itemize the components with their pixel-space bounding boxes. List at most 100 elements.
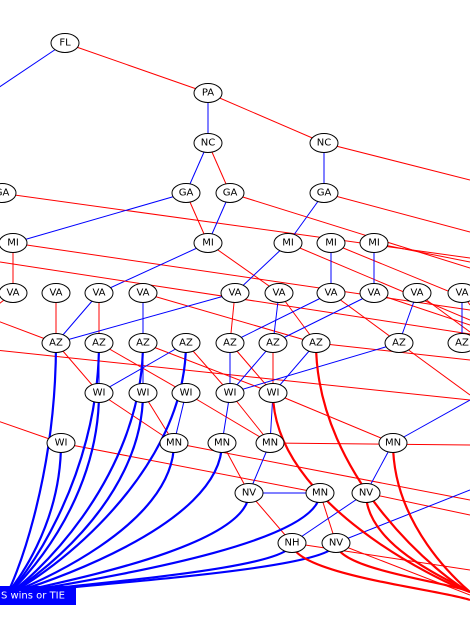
node-ellipse (378, 433, 408, 453)
node-label: AZ (455, 338, 469, 349)
node-ellipse (305, 483, 335, 503)
node-ellipse (273, 233, 303, 253)
state-node-mn: MN (207, 433, 237, 453)
republican-edge (0, 192, 470, 259)
node-label: VA (6, 288, 19, 299)
democrat-edge (12, 192, 187, 244)
republican-edge (229, 192, 470, 269)
node-label: MN (166, 438, 182, 449)
outcome-label: RIS wins or TIE (0, 591, 65, 602)
republican-edge (330, 292, 400, 344)
node-label: MI (202, 238, 214, 249)
state-node-va: VA (0, 283, 28, 303)
node-ellipse (159, 433, 189, 453)
republican-winning-path (391, 442, 470, 593)
node-ellipse (234, 483, 264, 503)
democrat-edge (291, 492, 367, 544)
node-label: PA (202, 88, 214, 99)
state-node-va: VA (220, 283, 250, 303)
republican-edge (291, 542, 470, 571)
democrat-edge (55, 292, 236, 344)
state-node-va: VA (447, 283, 470, 303)
republican-edge (207, 92, 325, 144)
state-node-mn: MN (159, 433, 189, 453)
democrat-edge (335, 489, 470, 544)
state-node-va: VA (359, 283, 389, 303)
node-label: AZ (309, 338, 323, 349)
state-node-ga: GA (215, 183, 245, 203)
node-ellipse (171, 383, 201, 403)
democrat-edge (229, 292, 332, 344)
state-node-va: VA (316, 283, 346, 303)
state-node-wi: WI (128, 383, 158, 403)
node-label: VA (228, 288, 241, 299)
node-ellipse (207, 433, 237, 453)
state-node-mn: MN (378, 433, 408, 453)
state-node-wi: WI (84, 383, 114, 403)
node-ellipse (351, 483, 381, 503)
node-ellipse (447, 333, 470, 353)
edges (0, 42, 470, 602)
node-ellipse (193, 133, 223, 153)
node-ellipse (277, 533, 307, 553)
democrat-winning-path (5, 442, 176, 597)
node-label: VA (455, 288, 468, 299)
democrat-edge (234, 242, 289, 294)
state-node-az: AZ (258, 333, 288, 353)
node-label: MI (325, 238, 337, 249)
state-node-wi: WI (171, 383, 201, 403)
node-ellipse (0, 283, 28, 303)
node-label: MN (385, 438, 401, 449)
state-node-wi: WI (215, 383, 245, 403)
node-label: MI (7, 238, 19, 249)
republican-edge (365, 492, 470, 516)
node-ellipse (0, 233, 28, 253)
node-label: AZ (392, 338, 406, 349)
node-ellipse (215, 383, 245, 403)
node-label: AZ (266, 338, 280, 349)
node-label: MI (368, 238, 380, 249)
republican-edge (373, 242, 470, 263)
democrat-winning-path (5, 342, 101, 596)
node-ellipse (41, 333, 71, 353)
node-ellipse (84, 283, 114, 303)
state-node-az: AZ (215, 333, 245, 353)
node-label: FL (59, 38, 71, 49)
state-node-nh: NH (277, 533, 307, 553)
node-ellipse (128, 333, 158, 353)
node-ellipse (258, 333, 288, 353)
state-node-az: AZ (41, 333, 71, 353)
node-label: VA (324, 288, 337, 299)
node-ellipse (50, 33, 80, 53)
node-label: AZ (49, 338, 63, 349)
state-node-nv: NV (321, 533, 351, 553)
state-node-mi: MI (273, 233, 303, 253)
node-label: WI (137, 388, 150, 399)
node-ellipse (84, 333, 114, 353)
node-ellipse (309, 133, 339, 153)
node-ellipse (384, 333, 414, 353)
republican-edge (323, 192, 470, 233)
node-label: VA (272, 288, 285, 299)
node-label: NV (329, 538, 343, 549)
node-label: MN (262, 438, 278, 449)
node-ellipse (84, 383, 114, 403)
republican-edge (60, 442, 321, 494)
node-label: NV (359, 488, 373, 499)
node-label: GA (0, 188, 9, 199)
state-node-va: VA (41, 283, 71, 303)
node-label: AZ (92, 338, 106, 349)
republican-edge (287, 242, 470, 321)
outcome-box-democrat: RIS wins or TIE (0, 586, 76, 605)
republican-winning-path (314, 342, 470, 594)
node-ellipse (220, 283, 250, 303)
state-node-nc: NC (309, 133, 339, 153)
state-node-wi: WI (258, 383, 288, 403)
republican-edge (12, 242, 470, 311)
state-node-mi: MI (359, 233, 389, 253)
state-node-az: AZ (384, 333, 414, 353)
state-node-va: VA (128, 283, 158, 303)
node-label: NV (242, 488, 256, 499)
state-node-mi: MI (316, 233, 346, 253)
